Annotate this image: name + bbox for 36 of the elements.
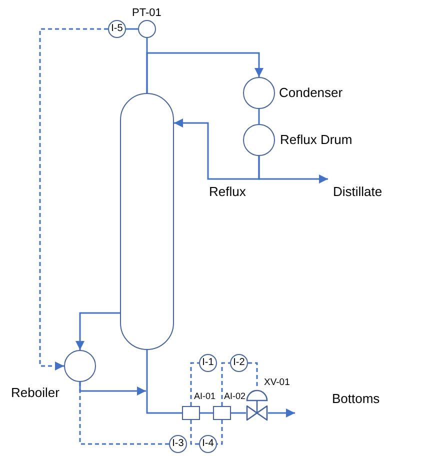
equipment-label: Reboiler — [11, 385, 60, 401]
flow-arrow — [174, 118, 260, 180]
analyzer-box — [182, 406, 200, 420]
analyzer-box — [213, 406, 231, 420]
tag-label: AI-02 — [224, 391, 246, 402]
instrument-tag: I-1 — [202, 358, 214, 368]
stream-label: Distillate — [333, 184, 382, 200]
instrument-tag: I-5 — [111, 24, 123, 34]
instrument-tag: I-2 — [233, 358, 245, 368]
tag-label: AI-01 — [194, 391, 216, 402]
flow-arrow — [258, 156, 328, 184]
pipe-line — [231, 412, 246, 414]
signal-line — [39, 28, 108, 370]
signal-line — [217, 420, 223, 445]
equipment-label: Condenser — [279, 85, 343, 101]
signal-line — [190, 420, 199, 445]
tag-label: XV-01 — [264, 377, 290, 388]
stream-label: Reflux — [209, 184, 246, 200]
pipe-line — [146, 350, 182, 414]
stream-label: Bottoms — [332, 391, 380, 407]
signal-line — [248, 362, 258, 389]
pipe-line — [258, 109, 260, 124]
instrument-tag: I-3 — [172, 439, 184, 449]
flow-arrow — [146, 52, 264, 93]
signal-line — [79, 382, 169, 445]
distillation-column — [120, 93, 174, 350]
instrument-tag: I-4 — [202, 439, 214, 449]
signal-line — [190, 362, 199, 406]
pipe-line — [126, 28, 138, 30]
flow-arrow — [268, 408, 295, 418]
equipment-label: Reflux Drum — [280, 132, 352, 148]
pipe-line — [200, 412, 213, 414]
signal-line — [221, 362, 230, 406]
tag-label: PT-01 — [132, 7, 162, 20]
control-valve — [246, 389, 268, 420]
flow-arrow — [76, 312, 120, 350]
